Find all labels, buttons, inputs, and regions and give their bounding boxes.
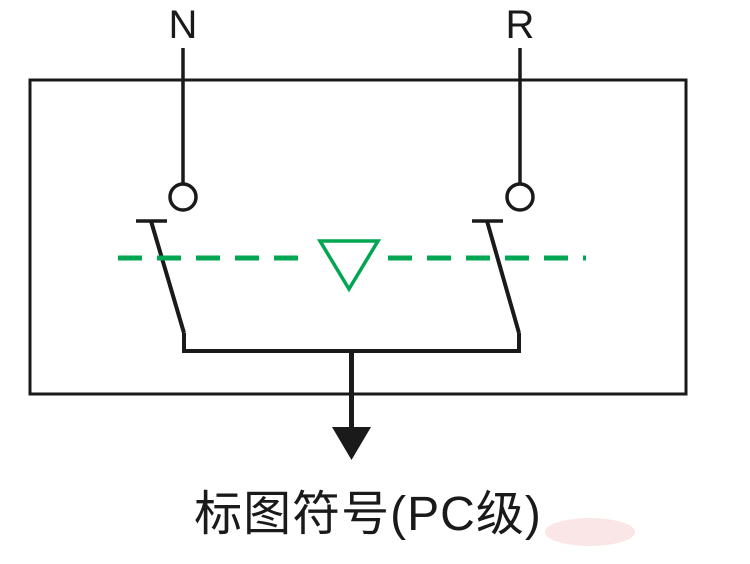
diagram-caption: 标图符号(PC级) bbox=[194, 488, 542, 541]
green-triangle-marker bbox=[316, 239, 382, 293]
right-contact-circle bbox=[505, 182, 535, 212]
left-contact-circle bbox=[168, 182, 198, 212]
left-switch-blade bbox=[149, 220, 186, 334]
circuit-lines-group bbox=[136, 48, 535, 432]
left-terminal-label: N bbox=[169, 3, 198, 47]
output-arrowhead bbox=[332, 427, 371, 460]
right-terminal-label: R bbox=[506, 3, 535, 47]
pink-smudge-artifact bbox=[545, 518, 635, 546]
enclosure-box bbox=[28, 78, 688, 396]
green-indicator-group bbox=[118, 239, 586, 293]
right-switch-blade bbox=[485, 220, 521, 334]
common-bus-bar bbox=[182, 333, 521, 353]
